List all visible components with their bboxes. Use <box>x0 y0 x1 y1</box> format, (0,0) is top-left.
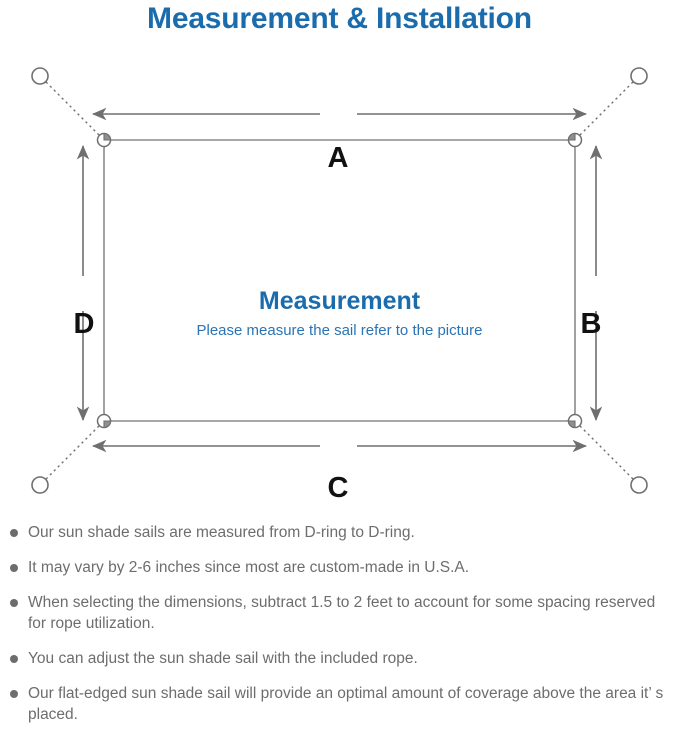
anchor-bottom-left <box>31 476 49 494</box>
note-text: Our sun shade sails are measured from D-… <box>28 524 415 541</box>
d-ring-top-right-tab <box>567 132 576 141</box>
page-title: Measurement & Installation <box>147 2 532 35</box>
diagram-svg <box>31 67 648 494</box>
dimension-label-c: C <box>327 472 349 504</box>
list-item: Our flat-edged sun shade sail will provi… <box>0 683 679 725</box>
bullet-icon <box>10 599 18 607</box>
d-ring-bottom-right-tab <box>567 420 576 429</box>
bullet-icon <box>10 690 18 698</box>
rope-bottom-right <box>577 423 634 480</box>
anchor-top-left <box>31 67 49 85</box>
dimension-label-b: B <box>580 308 602 340</box>
anchor-bottom-right <box>630 476 648 494</box>
dimension-label-d: D <box>73 308 95 340</box>
list-item: Our sun shade sails are measured from D-… <box>0 522 679 543</box>
list-item: It may vary by 2-6 inches since most are… <box>0 557 679 578</box>
d-ring-top-left-tab <box>103 132 112 141</box>
rope-top-right <box>577 81 634 138</box>
list-item: When selecting the dimensions, subtract … <box>0 592 679 634</box>
note-text: When selecting the dimensions, subtract … <box>28 594 656 632</box>
note-text: Our flat-edged sun shade sail will provi… <box>28 685 664 723</box>
note-text: It may vary by 2-6 inches since most are… <box>28 559 470 576</box>
anchor-top-right <box>630 67 648 85</box>
bullet-icon <box>10 564 18 572</box>
rope-bottom-left <box>45 423 102 480</box>
list-item: You can adjust the sun shade sail with t… <box>0 648 679 669</box>
note-text: You can adjust the sun shade sail with t… <box>28 650 418 667</box>
sail-rectangle <box>103 139 576 422</box>
rope-top-left <box>45 81 102 138</box>
notes-list: Our sun shade sails are measured from D-… <box>0 522 679 739</box>
d-ring-bottom-left-tab <box>103 420 112 429</box>
dimension-label-a: A <box>327 142 349 174</box>
bullet-icon <box>10 655 18 663</box>
measurement-diagram: Measurement Please measure the sail refe… <box>0 46 679 516</box>
bullet-icon <box>10 529 18 537</box>
